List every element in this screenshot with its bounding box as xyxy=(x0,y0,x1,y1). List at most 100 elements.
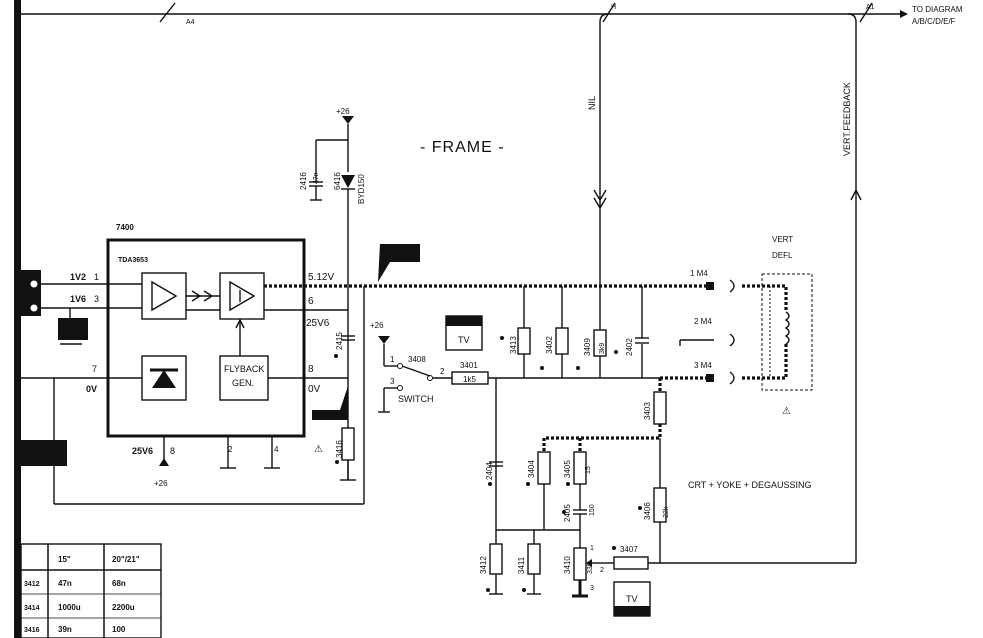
switch-p1 xyxy=(397,363,403,369)
table-header-1: 15" xyxy=(58,555,71,564)
r3405-label: 3405 xyxy=(563,460,572,478)
table-r2-c2: 100 xyxy=(112,625,126,634)
nil-arrow-1 xyxy=(593,189,607,202)
ic-pin6-voltage: 25V6 xyxy=(306,318,330,329)
c2404-label: 2404 xyxy=(485,462,494,480)
table-r0-c2: 68n xyxy=(112,579,126,588)
r3406-value: 22k xyxy=(663,506,670,518)
plug-3 xyxy=(729,371,735,385)
d6416-label: 6416 xyxy=(333,172,342,190)
connector-pin1 xyxy=(29,279,39,289)
sw-p3: 3 xyxy=(390,377,395,386)
supply-bottom-label: +26 xyxy=(154,479,168,488)
r3404-label: 3404 xyxy=(527,460,536,478)
signal-vert-feedback: VERT.FEEDBACK xyxy=(842,82,852,156)
pot-pin2: 2 xyxy=(600,567,604,574)
switch-supply-arrow xyxy=(378,336,390,344)
flyback-arrow xyxy=(235,318,245,329)
warning-yoke: ⚠ xyxy=(782,406,791,417)
table-r0-c0: 3412 xyxy=(24,581,40,588)
ic-pin8: 8 xyxy=(308,364,314,375)
switch-label: SWITCH xyxy=(398,394,434,404)
ic-pin8-bottom: 8 xyxy=(170,446,175,456)
nil-bend xyxy=(599,13,609,23)
amp2-triangle xyxy=(229,280,256,312)
left-border xyxy=(14,0,21,638)
r3406-label: 3406 xyxy=(643,502,652,520)
yoke-title-2: DEFL xyxy=(772,251,793,260)
pot-pin1: 1 xyxy=(590,545,594,552)
r3410-value: 330 xyxy=(587,562,594,574)
black-flag-2 xyxy=(378,244,420,282)
diagram-title: - FRAME - xyxy=(420,139,505,156)
black-flag-1 xyxy=(312,386,348,420)
bus-slash-a1 xyxy=(859,2,873,23)
r3411 xyxy=(527,543,541,575)
lower-thick-net xyxy=(542,424,662,452)
top-bus-arrow xyxy=(900,10,908,18)
plug-1 xyxy=(729,279,735,293)
tv-badge-lower-text: TV xyxy=(626,594,638,604)
r3409-value: 3k9 xyxy=(599,343,606,354)
ic-in1-voltage: 1V2 xyxy=(70,272,86,282)
r3410-label: 3410 xyxy=(563,556,572,574)
ic-pin3: 3 xyxy=(94,294,99,304)
bus-label-a4: A4 xyxy=(186,19,195,26)
yoke-m1: 1 M4 xyxy=(690,269,708,278)
table-r1-c2: 2200u xyxy=(112,603,135,612)
r3409-label: 3409 xyxy=(583,338,592,356)
amp1-triangle xyxy=(151,280,178,312)
ic-type: TDA3653 xyxy=(118,257,148,264)
ic-in7-voltage: 0V xyxy=(86,384,97,394)
yoke-coil-top xyxy=(742,284,788,312)
ic-pin8-voltage: 0V xyxy=(308,384,321,395)
bus-label-h: H xyxy=(611,4,616,11)
warning-3416: ⚠ xyxy=(314,444,323,455)
signal-nil: NIL xyxy=(587,96,597,110)
vfb-bend xyxy=(847,13,857,23)
yoke-coil xyxy=(784,311,790,345)
r3402-label: 3402 xyxy=(545,336,554,354)
switch-p2 xyxy=(427,375,433,381)
sw-p1: 1 xyxy=(390,355,395,364)
bus-label-a1: A1 xyxy=(866,4,875,11)
to-diagram-line1: TO DIAGRAM xyxy=(912,5,963,14)
yoke-m3: 3 M4 xyxy=(694,361,712,370)
vfb-arrow xyxy=(850,188,862,201)
supply-top-label: +26 xyxy=(336,107,350,116)
supply-switch-label: +26 xyxy=(370,321,384,330)
bus-slash-h xyxy=(602,2,616,23)
diode-6416 xyxy=(341,175,355,188)
r3412-label: 3412 xyxy=(479,556,488,574)
table-header-2: 20"/21" xyxy=(112,555,140,564)
connector-pin3 xyxy=(29,303,39,313)
r3413-label: 3413 xyxy=(509,336,518,354)
table-r1-c0: 3414 xyxy=(24,605,40,612)
flyback-line2: GEN. xyxy=(232,378,254,388)
sw-p2: 2 xyxy=(440,367,445,376)
crt-note: CRT + YOKE + DEGAUSSING xyxy=(688,480,812,490)
c2405-label: 2405 xyxy=(563,504,572,522)
r3407 xyxy=(613,556,649,570)
ic-in2-voltage: 1V6 xyxy=(70,294,86,304)
ic-pin5-arrow xyxy=(159,458,169,466)
plug-2 xyxy=(729,333,735,347)
ic-pin5-voltage: 5.12V xyxy=(308,272,334,283)
ic-pin2: 2 xyxy=(228,445,233,454)
yoke-coil-bottom xyxy=(742,344,788,380)
ic-ref: 7400 xyxy=(116,223,134,232)
r3401-label: 3401 xyxy=(460,361,478,370)
ic-pin4: 4 xyxy=(274,445,279,454)
c2415-label: 2415 xyxy=(335,332,344,350)
sw3408-label: 3408 xyxy=(408,355,426,364)
table-r0-c1: 47n xyxy=(58,579,72,588)
bus-slash-a4 xyxy=(159,2,176,23)
c2402-label: 2402 xyxy=(625,338,634,356)
cap-2414-blob xyxy=(58,318,88,340)
r3404 xyxy=(537,451,551,485)
r3410-pot xyxy=(573,547,587,581)
c2416-value: 47n xyxy=(313,172,320,184)
ic-bottom-voltage: 25V6 xyxy=(132,446,153,456)
table-r1-c1: 1000u xyxy=(58,603,81,612)
